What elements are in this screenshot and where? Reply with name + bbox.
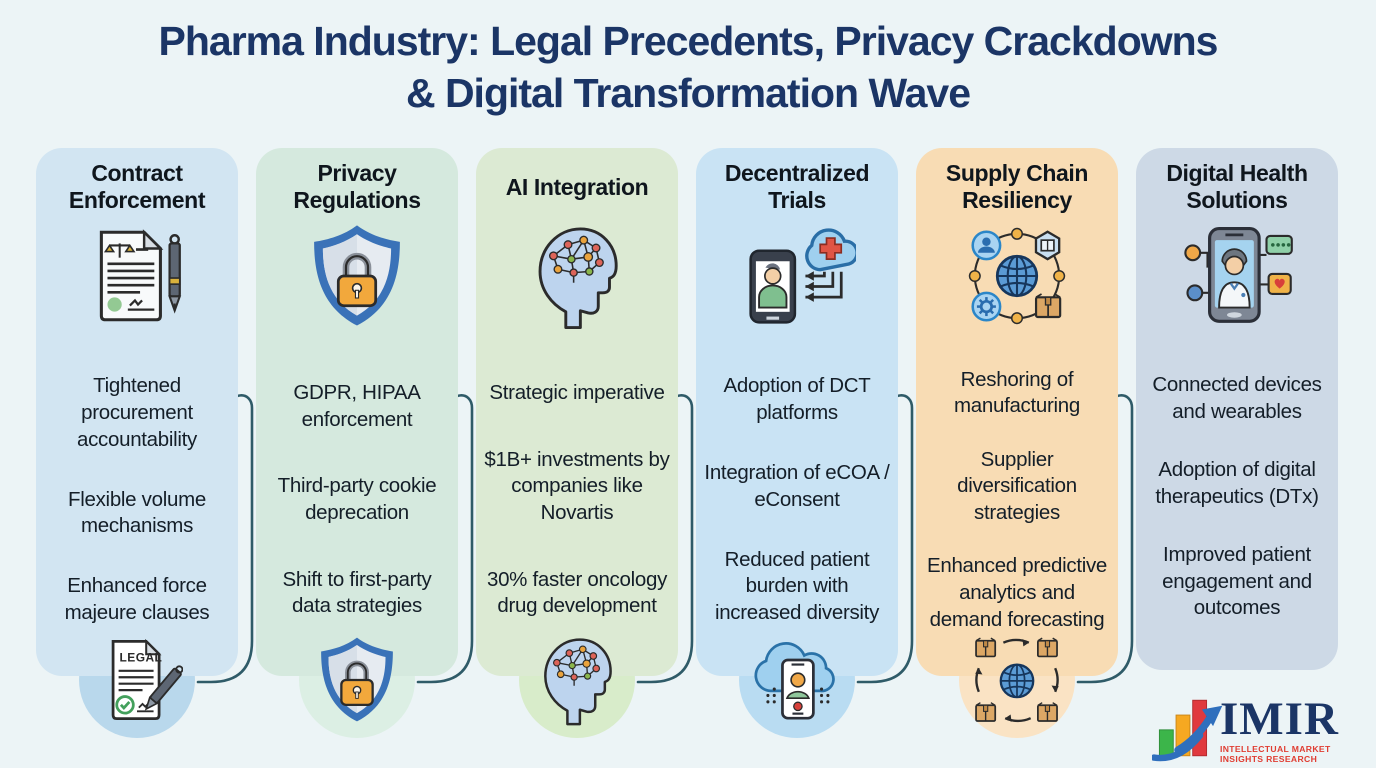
bullet: Reduced patient burden with increased di… [714, 547, 880, 624]
bullet: 30% faster oncology drug development [486, 567, 668, 618]
card-supply-chain-resiliency: Supply Chain Resiliency [916, 148, 1118, 676]
bullet: Supplier diversification strategies [957, 447, 1077, 524]
card-digital-health-solutions: Digital Health Solutions [1136, 148, 1338, 670]
bullet: Shift to first-party data strategies [282, 567, 432, 618]
ai-head-network-icon [521, 216, 633, 336]
card-bullets-contract: Tightened procurement accountability Fle… [44, 336, 230, 676]
contract-document-icon [81, 216, 193, 336]
bullet: Flexible volume mechanisms [68, 487, 206, 538]
card-title-contract: Contract Enforcement [68, 160, 206, 213]
bullet: Enhanced predictive analytics and demand… [926, 554, 1108, 631]
bullet: Strategic imperative [489, 381, 665, 405]
card-contract-enforcement: Contract Enforcement [36, 148, 238, 676]
bullet: GDPR, HIPAA enforcement [293, 381, 421, 431]
globe-distribution-boxes-icon [967, 630, 1067, 730]
card-bullets-dct: Adoption of DCT platforms Integration of… [704, 336, 890, 676]
card-title-ai: AI Integration [505, 173, 649, 200]
imir-logo: IMIR INTELLECTUAL MARKET INSIGHTS RESEAR… [1152, 690, 1374, 764]
legal-document-icon: LEGAL [87, 630, 187, 730]
phone-cloud-medical-icon [738, 216, 856, 336]
bullet: Third-party cookie deprecation [277, 474, 437, 524]
bullet: Improved patient engagement and outcomes [1162, 543, 1312, 620]
shield-lock-icon [307, 630, 407, 730]
card-bullets-privacy: GDPR, HIPAA enforcement Third-party cook… [264, 336, 450, 676]
bullet: Tightened procurement accountability [76, 374, 197, 451]
bullet: Enhanced force majeure clauses [64, 574, 210, 624]
card-title-digital: Digital Health Solutions [1166, 160, 1308, 213]
bullet: Reshoring of manufacturing [953, 367, 1080, 418]
bullet: Integration of eCOA / eConsent [704, 461, 890, 511]
bullet: $1B+ investments by companies like Novar… [484, 447, 670, 524]
telehealth-phone-doctor-icon [1178, 216, 1296, 336]
card-ai-integration: AI Integration Strategic imperative $1B+… [476, 148, 678, 676]
card-title-dct: Decentralized Trials [724, 160, 870, 213]
cloud-phone-patient-icon [747, 630, 847, 730]
card-bullets-ai: Strategic imperative $1B+ investments by… [484, 336, 670, 676]
page-title: Pharma Industry: Legal Precedents, Priva… [0, 16, 1376, 119]
svg-text:LEGAL: LEGAL [120, 651, 163, 665]
imir-logo-tagline: INTELLECTUAL MARKET INSIGHTS RESEARCH [1220, 744, 1331, 764]
card-bullets-digital: Connected devices and wearables Adoption… [1144, 336, 1330, 670]
card-bullets-supply: Reshoring of manufacturing Supplier dive… [924, 336, 1110, 676]
ai-head-network-icon [527, 630, 627, 730]
shield-lock-icon [302, 216, 412, 336]
imir-logo-name: IMIR [1220, 693, 1339, 746]
bullet: Adoption of digital therapeutics (DTx) [1155, 458, 1319, 508]
bullet: Adoption of DCT platforms [723, 374, 871, 425]
page-title-line1: Pharma Industry: Legal Precedents, Priva… [158, 18, 1219, 64]
bullet: Connected devices and wearables [1152, 372, 1322, 423]
card-title-privacy: Privacy Regulations [293, 160, 421, 213]
page-title-line2: & Digital Transformation Wave [405, 69, 971, 116]
supply-network-globe-icon [959, 216, 1075, 336]
card-decentralized-trials: Decentralized Trials [696, 148, 898, 676]
card-title-supply: Supply Chain Resiliency [945, 160, 1089, 213]
imir-logo-bars-icon [1152, 699, 1223, 762]
card-privacy-regulations: Privacy Regulations GDPR, HIPAA enforcem… [256, 148, 458, 676]
